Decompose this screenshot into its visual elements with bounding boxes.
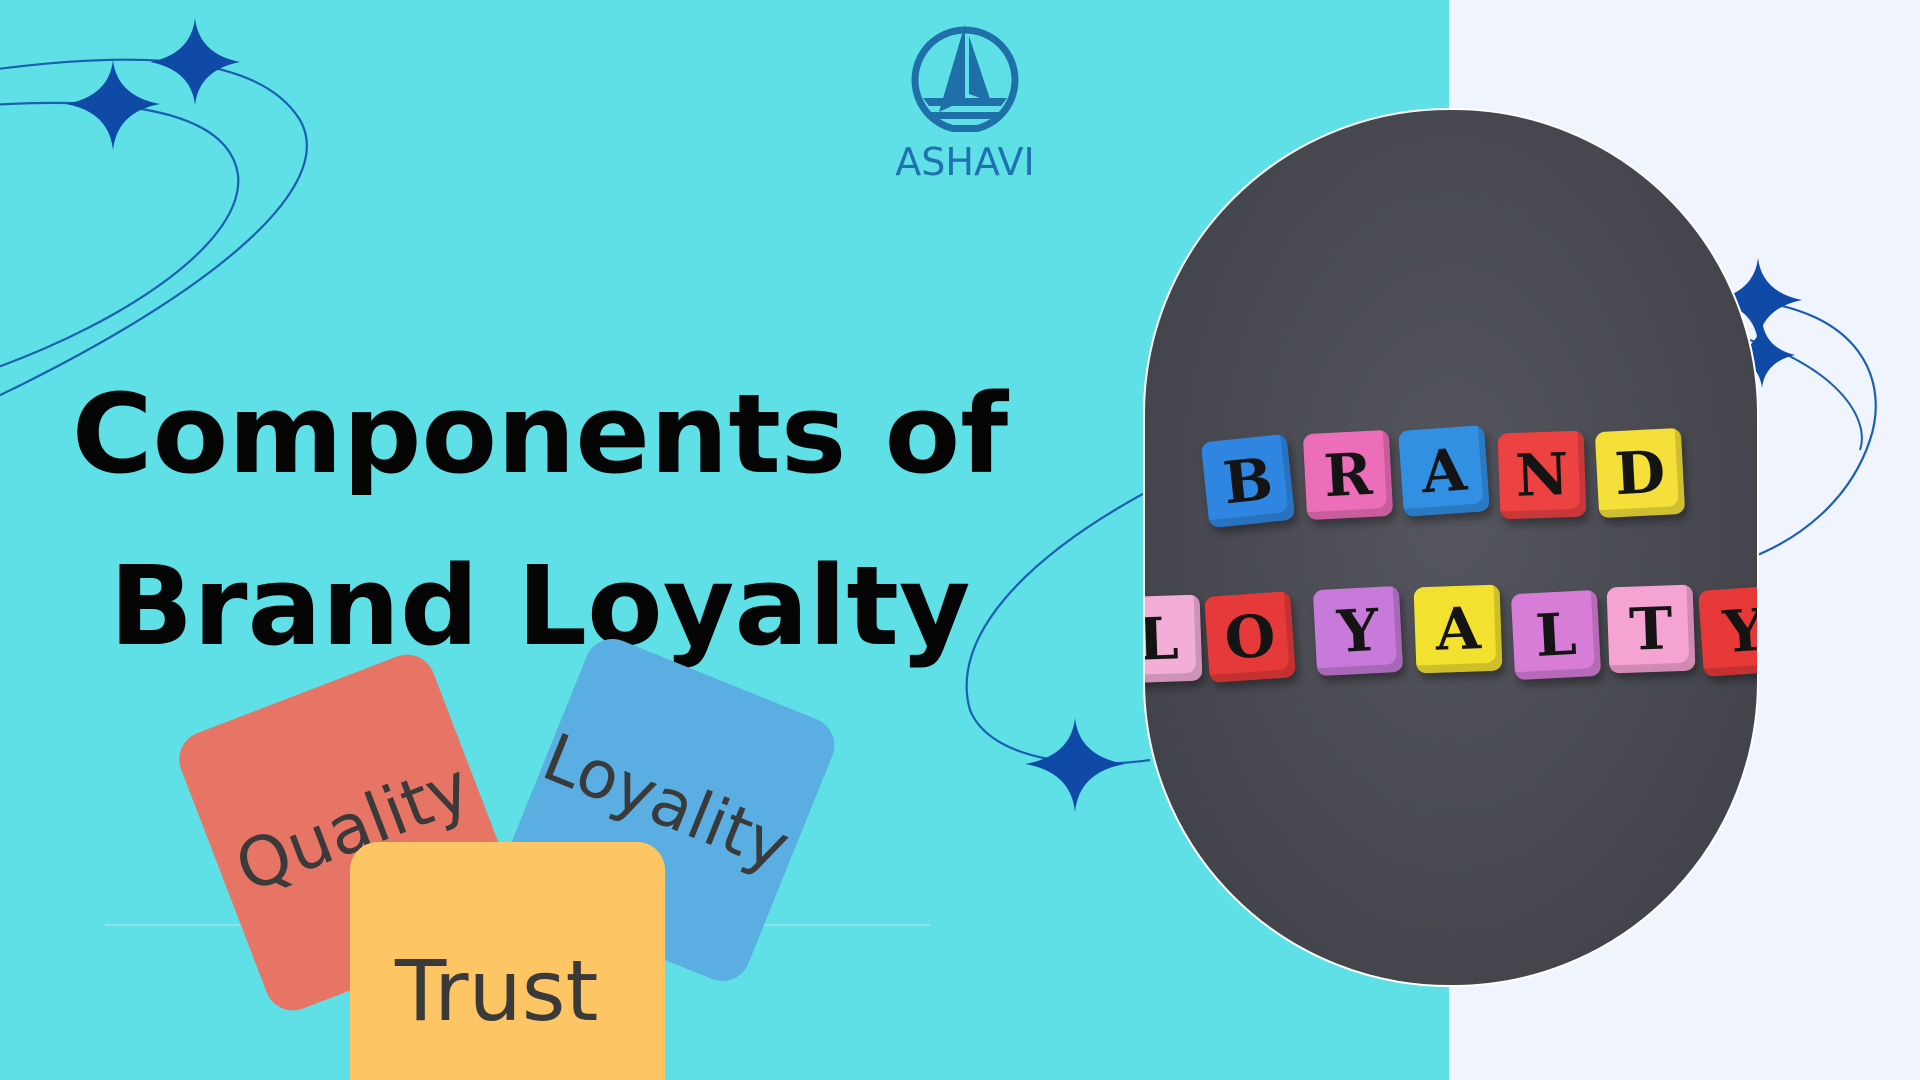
letter-cube: A (1398, 425, 1490, 517)
letter-cube: O (1204, 591, 1296, 683)
sparkle-icon (1729, 320, 1795, 388)
brand-loyalty-photo: B R A N D L O Y A L T Y (1143, 108, 1759, 987)
orbit-line-top-2 (0, 101, 240, 368)
title-line-1: Components of (71, 370, 1009, 498)
letter-cube: R (1302, 429, 1394, 521)
sparkle-icon (66, 60, 160, 150)
letter-cube: L (1145, 594, 1203, 684)
letter-cube: D (1594, 427, 1686, 519)
sparkle-icon (1025, 718, 1125, 812)
title-line-2: Brand Loyalty (109, 542, 971, 670)
letter-cube: N (1497, 430, 1587, 520)
sparkle-icon (1714, 258, 1802, 342)
orbit-line-photo-right-1 (1744, 298, 1877, 562)
page-title: Components of Brand Loyalty (40, 348, 1040, 692)
letter-cube: T (1606, 584, 1696, 674)
sailboat-circle-icon (911, 24, 1019, 132)
letter-cube: A (1413, 584, 1503, 674)
sparkle-icon (150, 18, 240, 105)
letter-cube: B (1200, 433, 1296, 529)
trust-tag: Trust (350, 842, 665, 1080)
brand-logo: ASHAVI (880, 20, 1050, 205)
letter-cube: Y (1312, 585, 1404, 677)
letter-cube: L (1510, 589, 1602, 681)
trust-label: Trust (395, 942, 599, 1040)
letter-cube: Y (1698, 585, 1757, 677)
orbit-line-top-1 (0, 58, 308, 397)
brand-name: ASHAVI (895, 140, 1035, 184)
